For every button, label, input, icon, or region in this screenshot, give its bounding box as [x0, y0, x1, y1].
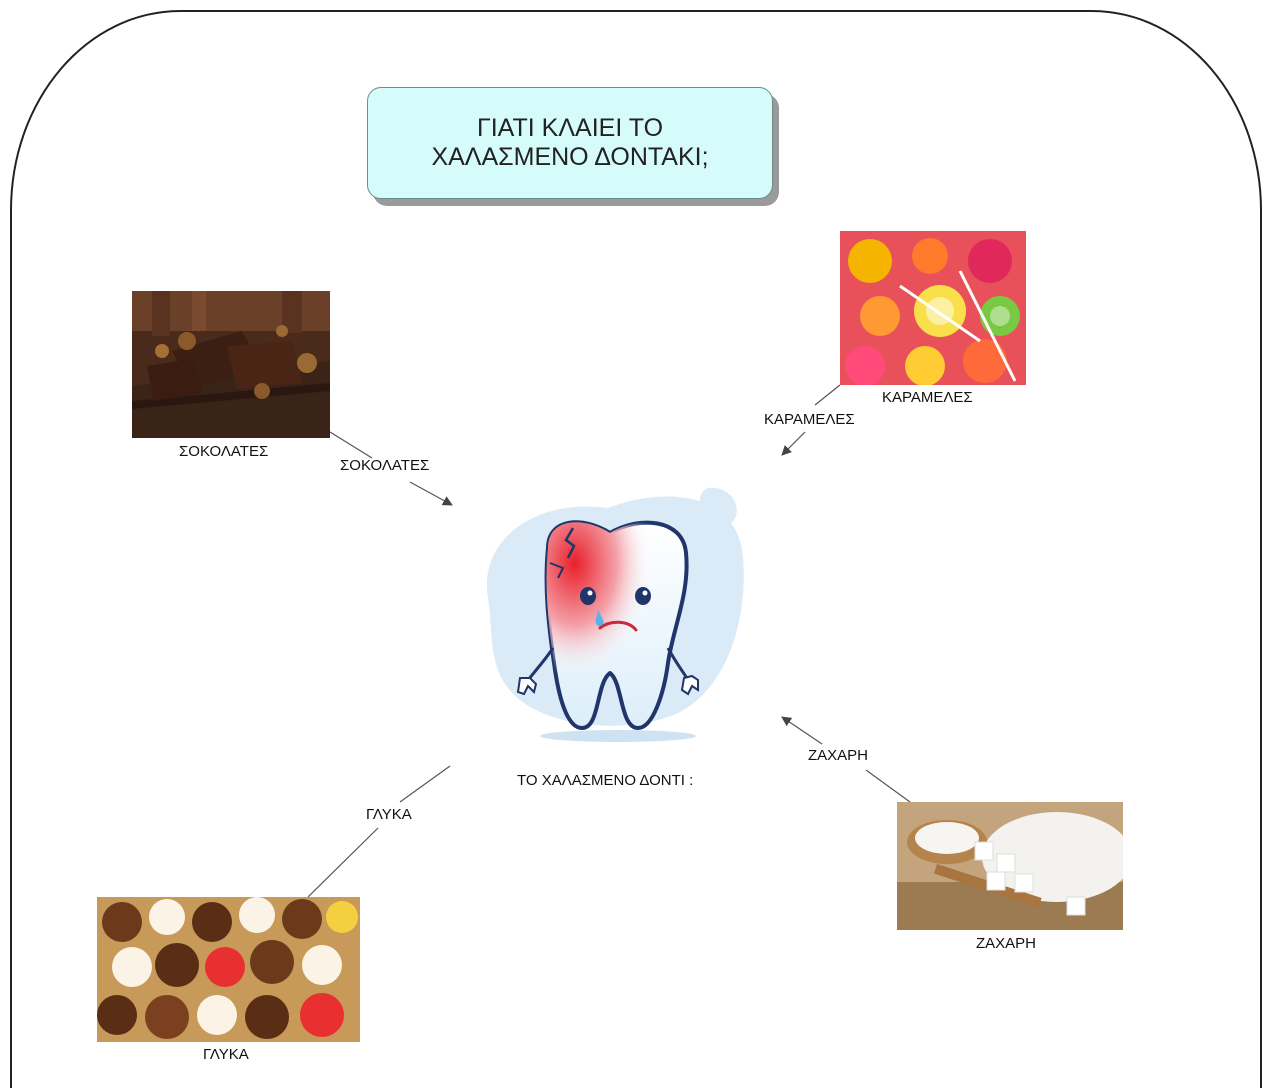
caption-sweets: ΓΛΥΚΑ — [203, 1046, 249, 1063]
sugar-image — [897, 802, 1123, 930]
candy-image — [840, 231, 1026, 385]
link-label-sweets: ΓΛΥΚΑ — [366, 806, 412, 823]
chocolate-image — [132, 291, 330, 438]
title-line-2: ΧΑΛΑΣΜΕΝΟ ΔΟΝΤΑΚΙ; — [431, 143, 709, 171]
caption-candies: ΚΑΡΑΜΕΛΕΣ — [882, 389, 973, 406]
link-chocolates-b — [409, 481, 453, 506]
link-sweets-a — [399, 765, 451, 803]
title-box: ΓΙΑΤΙ ΚΛΑΙΕΙ ΤΟ ΧΑΛΑΣΜΕΝΟ ΔΟΝΤΑΚΙ; — [367, 87, 773, 199]
link-label-chocolates: ΣΟΚΟΛΑΤΕΣ — [340, 457, 430, 474]
link-label-sugar: ΖΑΧΑΡΗ — [808, 747, 869, 764]
caption-chocolates: ΣΟΚΟΛΑΤΕΣ — [179, 443, 269, 460]
caption-sugar: ΖΑΧΑΡΗ — [976, 935, 1037, 952]
link-sugar-a — [865, 769, 911, 803]
title-line-1: ΓΙΑΤΙ ΚΛΑΙΕΙ ΤΟ — [476, 114, 664, 142]
link-candies-b — [781, 431, 806, 456]
center-label: ΤΟ ΧΑΛΑΣΜΕΝΟ ΔΟΝΤΙ : — [517, 772, 694, 789]
link-candies-a — [814, 384, 841, 406]
link-sweets-b — [307, 827, 379, 898]
link-label-candies: ΚΑΡΑΜΕΛΕΣ — [764, 411, 855, 428]
crying-tooth-icon — [478, 478, 750, 742]
link-chocolates-a — [329, 431, 373, 459]
link-sugar-b — [781, 716, 823, 745]
pastries-image — [97, 897, 360, 1042]
diagram-frame — [10, 10, 1262, 1088]
